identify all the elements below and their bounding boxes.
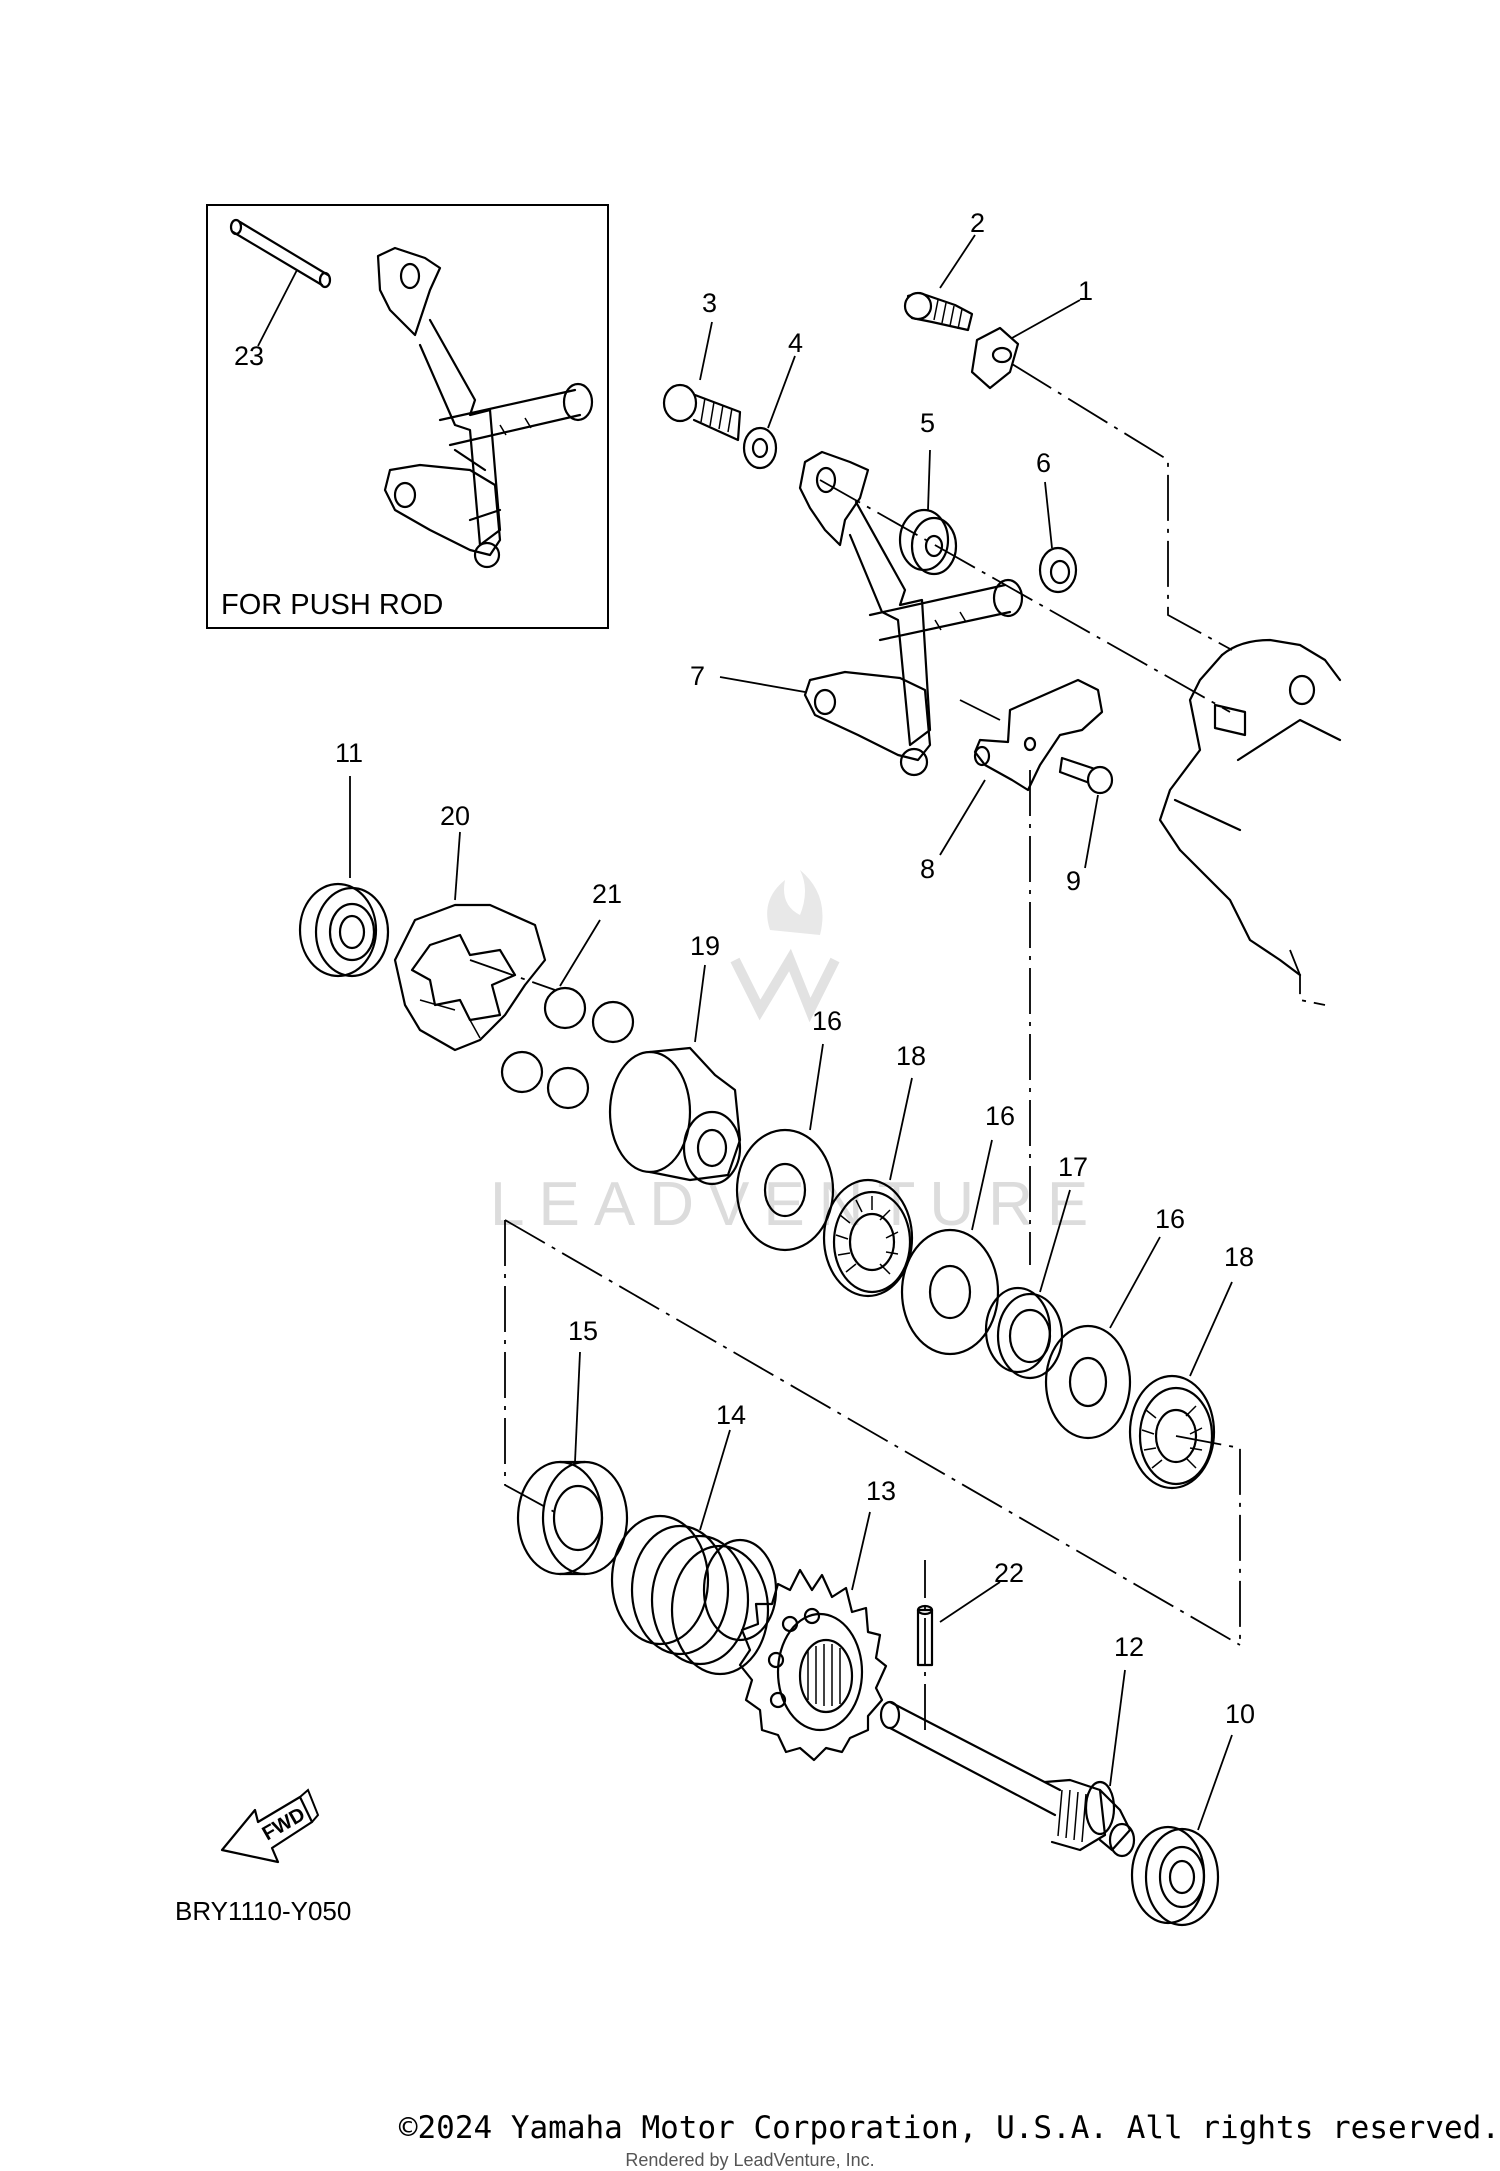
- part-16-washer-a: 16: [735, 1006, 842, 1252]
- callout-4: 4: [788, 328, 803, 358]
- engine-case-outline: [1158, 638, 1342, 1006]
- part-16-washer-b: 16: [900, 1101, 1015, 1356]
- callout-18b: 18: [1224, 1242, 1254, 1272]
- callout-7: 7: [690, 661, 705, 691]
- watermark-text: LEADVENTURE: [490, 1170, 1102, 1239]
- callout-16c: 16: [1155, 1204, 1185, 1234]
- part-3-flange-bolt: 3: [662, 288, 742, 442]
- part-11-bearing: 11: [298, 738, 390, 978]
- part-13-gear: 13: [738, 1476, 896, 1762]
- diagram-code: BRY1110-Y050: [175, 1896, 351, 1926]
- leadventure-watermark: LEADVENTURE: [490, 870, 1102, 1239]
- part-20-ratchet: 20: [393, 801, 547, 1052]
- callout-5: 5: [920, 408, 935, 438]
- inset-label: FOR PUSH ROD: [221, 589, 443, 621]
- part-14-spring: 14: [610, 1400, 778, 1676]
- callout-10: 10: [1225, 1699, 1255, 1729]
- callout-2: 2: [970, 208, 985, 238]
- callout-3: 3: [702, 288, 717, 318]
- part-21-balls: 21: [469, 879, 635, 1110]
- callout-16b: 16: [985, 1101, 1015, 1131]
- callout-11: 11: [335, 738, 363, 768]
- fwd-arrow-icon: FWD: [220, 1788, 320, 1864]
- callout-15: 15: [568, 1316, 598, 1346]
- push-rod-inset: 23 FOR PUSH ROD: [206, 204, 609, 629]
- callout-14: 14: [716, 1400, 746, 1430]
- part-18-thrust-bearing-b: 18: [1128, 1242, 1254, 1490]
- part-6-seal: 6: [1036, 448, 1078, 594]
- callout-8: 8: [920, 854, 935, 884]
- part-1-washer: 1: [970, 276, 1233, 651]
- assembly-lines: [504, 1219, 1241, 1730]
- callout-21: 21: [592, 879, 622, 909]
- callout-13: 13: [866, 1476, 896, 1506]
- part-10-bearing: 10: [1130, 1699, 1255, 1927]
- callout-16a: 16: [812, 1006, 842, 1036]
- part-2-bolt: 2: [903, 208, 985, 332]
- callout-23: 23: [234, 341, 264, 371]
- part-12-shaft: 12: [879, 1632, 1144, 1858]
- part-16-washer-c: 16: [1044, 1204, 1185, 1440]
- part-17-collar: 17: [984, 1152, 1088, 1380]
- callout-20: 20: [440, 801, 470, 831]
- part-15-seal: 15: [516, 1316, 629, 1576]
- callout-22: 22: [994, 1558, 1024, 1588]
- callout-6: 6: [1036, 448, 1051, 478]
- part-19-guide: 19: [608, 931, 742, 1186]
- part-7-lever-assembly: 7: [690, 450, 1231, 777]
- callout-12: 12: [1114, 1632, 1144, 1662]
- callout-18a: 18: [896, 1041, 926, 1071]
- part-18-thrust-bearing-a: 18: [822, 1041, 926, 1298]
- callout-9: 9: [1066, 866, 1081, 896]
- callout-19: 19: [690, 931, 720, 961]
- part-9-screw: 9: [1058, 756, 1114, 896]
- copyright-notice: ©2024 Yamaha Motor Corporation, U.S.A. A…: [398, 2110, 1500, 2146]
- part-4-washer: 4: [742, 328, 803, 470]
- rendered-by-credit: Rendered by LeadVenture, Inc.: [625, 2150, 875, 2170]
- callout-17: 17: [1058, 1152, 1088, 1182]
- part-8-bracket: 8: [920, 678, 1104, 884]
- callout-1: 1: [1078, 276, 1093, 306]
- part-5-bushing: 5: [898, 408, 958, 576]
- part-22-pin: 22: [916, 1558, 1024, 1667]
